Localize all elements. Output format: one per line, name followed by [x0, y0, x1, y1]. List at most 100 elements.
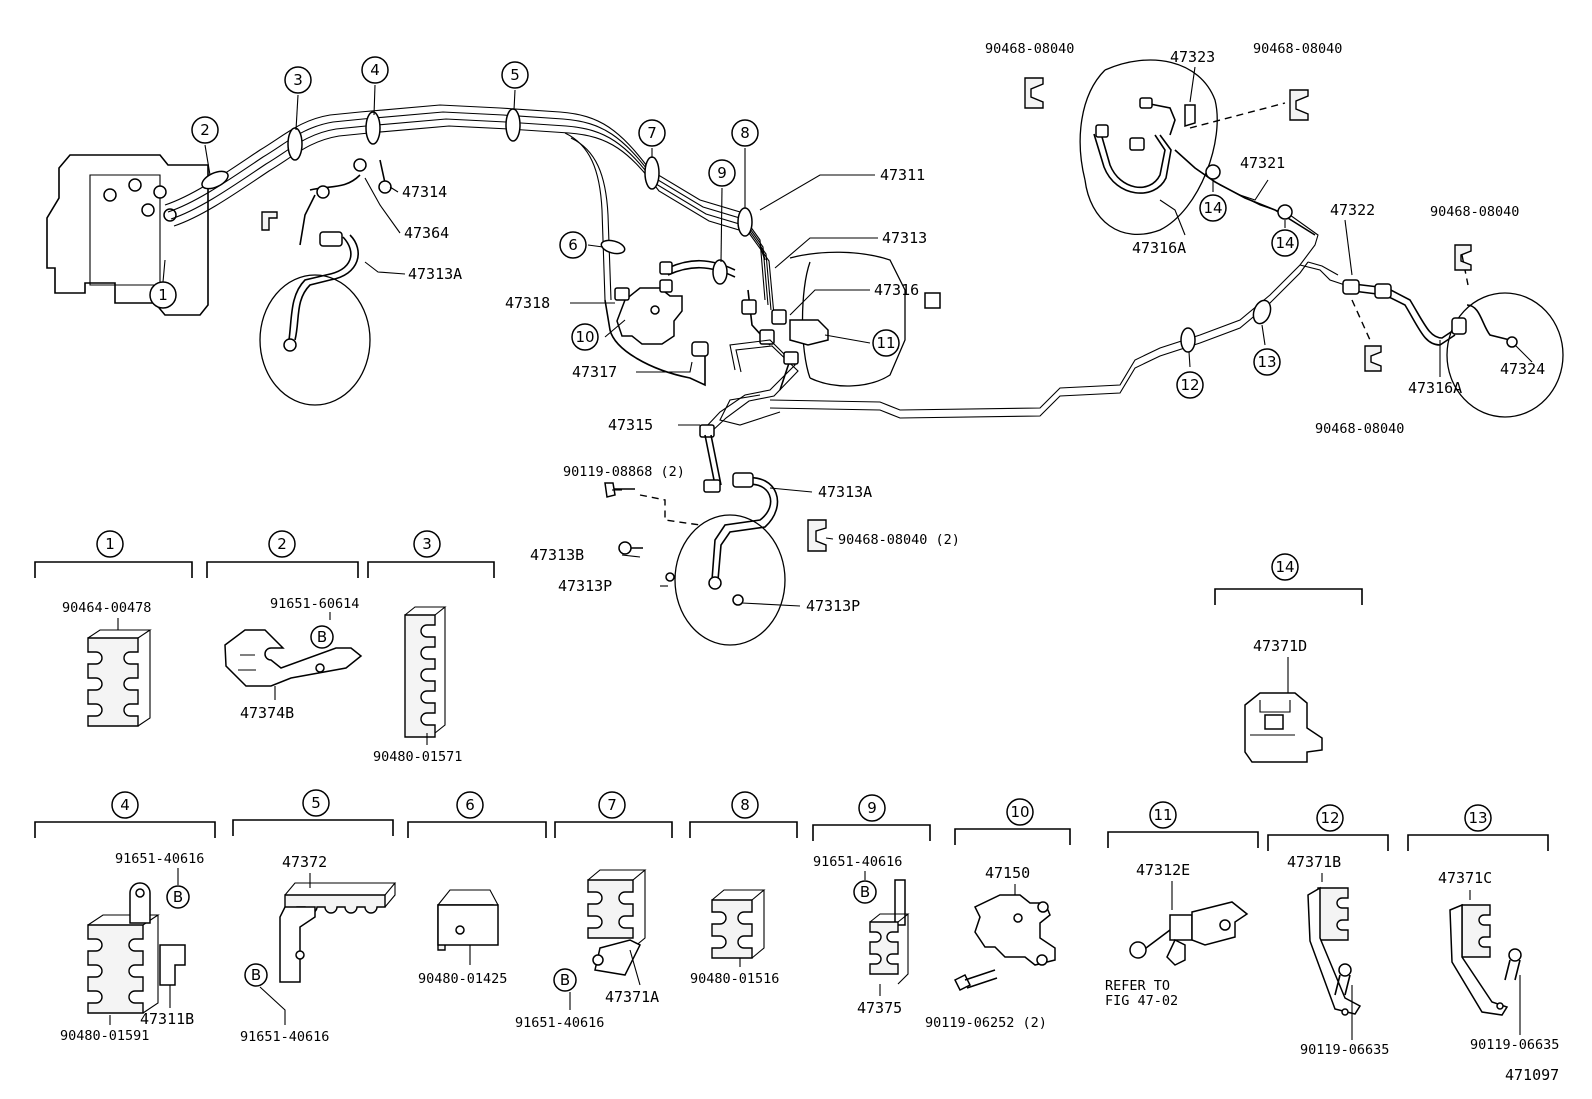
callout-3: 3	[293, 71, 303, 89]
detail-14-part: 47371D	[1253, 637, 1307, 655]
detail-10-part-a: 47150	[985, 864, 1030, 882]
detail-5-b: B	[251, 966, 261, 984]
callout-2: 2	[200, 121, 210, 139]
master-cylinder-assembly	[46, 154, 209, 316]
label-90468-mid: 90468-08040 (2)	[838, 532, 960, 548]
detail-11-part-b: REFER TO	[1105, 978, 1170, 994]
detail-10: 10 47150 90119-06252 (2)	[925, 798, 1071, 1031]
label-47316a-right: 47316A	[1408, 379, 1462, 397]
callout-leaders	[162, 66, 1533, 607]
label-47313p-b: 47313P	[806, 597, 860, 615]
detail-4-b: B	[173, 888, 183, 906]
detail-7-number: 7	[607, 796, 617, 814]
detail-6-part: 90480-01425	[418, 971, 507, 987]
detail-9-part-b: 47375	[857, 999, 902, 1017]
label-47311: 47311	[880, 166, 925, 184]
label-47316: 47316	[874, 281, 919, 299]
detail-9-part-a: 91651-40616	[813, 854, 902, 870]
callout-7: 7	[647, 124, 657, 142]
label-47323: 47323	[1170, 48, 1215, 66]
label-47316a-top: 47316A	[1132, 239, 1186, 257]
front-left-wheel	[259, 158, 392, 406]
detail-5: 5 47372 B 91651-40616	[232, 789, 397, 1045]
label-47314: 47314	[402, 183, 447, 201]
detail-6: 6 90480-01425	[407, 791, 547, 987]
detail-11-part-c: FIG 47-02	[1105, 993, 1178, 1009]
rear-left-wheel	[604, 434, 827, 646]
callout-12: 12	[1180, 376, 1199, 394]
detail-11: 11 47312E REFER TO FIG 47-02	[1105, 801, 1259, 1009]
detail-2: 2 91651-60614 B 47374B	[206, 530, 363, 722]
detail-8-number: 8	[740, 796, 750, 814]
detail-12-number: 12	[1320, 809, 1339, 827]
detail-10-number: 10	[1010, 803, 1029, 821]
tube-clip-markers	[201, 108, 1293, 353]
label-47318: 47318	[505, 294, 550, 312]
detail-7-b: B	[560, 971, 570, 989]
detail-7-part-a: 47371A	[605, 988, 659, 1006]
detail-3-part: 90480-01571	[373, 749, 462, 765]
detail-5-part-a: 47372	[282, 853, 327, 871]
label-90119-08868: 90119-08868 (2)	[563, 464, 685, 480]
label-90468-top-left: 90468-08040	[985, 41, 1074, 57]
detail-12: 12 47371B 90119-06635	[1267, 804, 1389, 1058]
label-47313a-left: 47313A	[408, 265, 462, 283]
detail-13: 13 47371C 90119-06635	[1407, 804, 1559, 1053]
label-47364: 47364	[404, 224, 449, 242]
figure-code: 471097	[1505, 1066, 1559, 1084]
diagram-part-labels: 47314 47364 47313A 47318 47317 47311 473…	[402, 41, 1545, 615]
detail-12-part-b: 90119-06635	[1300, 1042, 1389, 1058]
label-47313p-a: 47313P	[558, 577, 612, 595]
rear-brake-tube	[769, 149, 1346, 419]
callout-14-a: 14	[1203, 199, 1222, 217]
label-90468-bottom: 90468-08040	[1315, 421, 1404, 437]
callout-13: 13	[1257, 353, 1276, 371]
diagram-callouts: 1 2 3 4 5 6 7 8 9 10 11 12 13 14 14	[149, 56, 1299, 399]
detail-5-number: 5	[311, 794, 321, 812]
detail-4-part-a: 91651-40616	[115, 851, 204, 867]
label-47313: 47313	[882, 229, 927, 247]
callout-1: 1	[158, 286, 168, 304]
detail-1: 1 90464-00478	[34, 530, 193, 727]
detail-11-part-a: 47312E	[1136, 861, 1190, 879]
detail-5-part-b: 91651-40616	[240, 1029, 329, 1045]
detail-12-part-a: 47371B	[1287, 853, 1341, 871]
detail-8: 8 90480-01516	[689, 791, 798, 987]
label-47315: 47315	[608, 416, 653, 434]
detail-1-part: 90464-00478	[62, 600, 151, 616]
detail-2-part-a: 91651-60614	[270, 596, 359, 612]
callout-8: 8	[740, 124, 750, 142]
detail-3: 3 90480-01571	[367, 530, 495, 765]
detail-9-number: 9	[867, 799, 877, 817]
detail-9: 9 91651-40616 B 47375	[812, 794, 931, 1017]
rear-right-wheel-bottom	[1342, 244, 1564, 418]
label-47324: 47324	[1500, 360, 1545, 378]
detail-2-part-b: 47374B	[240, 704, 294, 722]
detail-2-b: B	[317, 628, 327, 646]
label-47313b: 47313B	[530, 546, 584, 564]
detail-6-number: 6	[465, 796, 475, 814]
callout-9: 9	[717, 164, 727, 182]
label-47313a-mid: 47313A	[818, 483, 872, 501]
callout-4: 4	[370, 61, 380, 79]
detail-4-part-b: 47311B	[140, 1010, 194, 1028]
detail-13-number: 13	[1468, 809, 1487, 827]
detail-14-number: 14	[1275, 558, 1294, 576]
label-47322: 47322	[1330, 201, 1375, 219]
detail-11-number: 11	[1153, 806, 1172, 824]
callout-10: 10	[575, 328, 594, 346]
callout-5: 5	[510, 66, 520, 84]
label-90468-top-right: 90468-08040	[1253, 41, 1342, 57]
detail-4: 4 91651-40616 B 90480-01591 47311B	[34, 791, 216, 1044]
detail-9-b: B	[860, 883, 870, 901]
detail-1-number: 1	[105, 535, 115, 553]
detail-4-number: 4	[120, 796, 130, 814]
detail-4-part-c: 90480-01591	[60, 1028, 149, 1044]
detail-7: 7 47371A B 91651-40616	[515, 791, 673, 1031]
label-47317: 47317	[572, 363, 617, 381]
label-47321: 47321	[1240, 154, 1285, 172]
proportioning-valve-area	[604, 244, 941, 438]
callout-14-b: 14	[1275, 234, 1294, 252]
detail-3-number: 3	[422, 535, 432, 553]
